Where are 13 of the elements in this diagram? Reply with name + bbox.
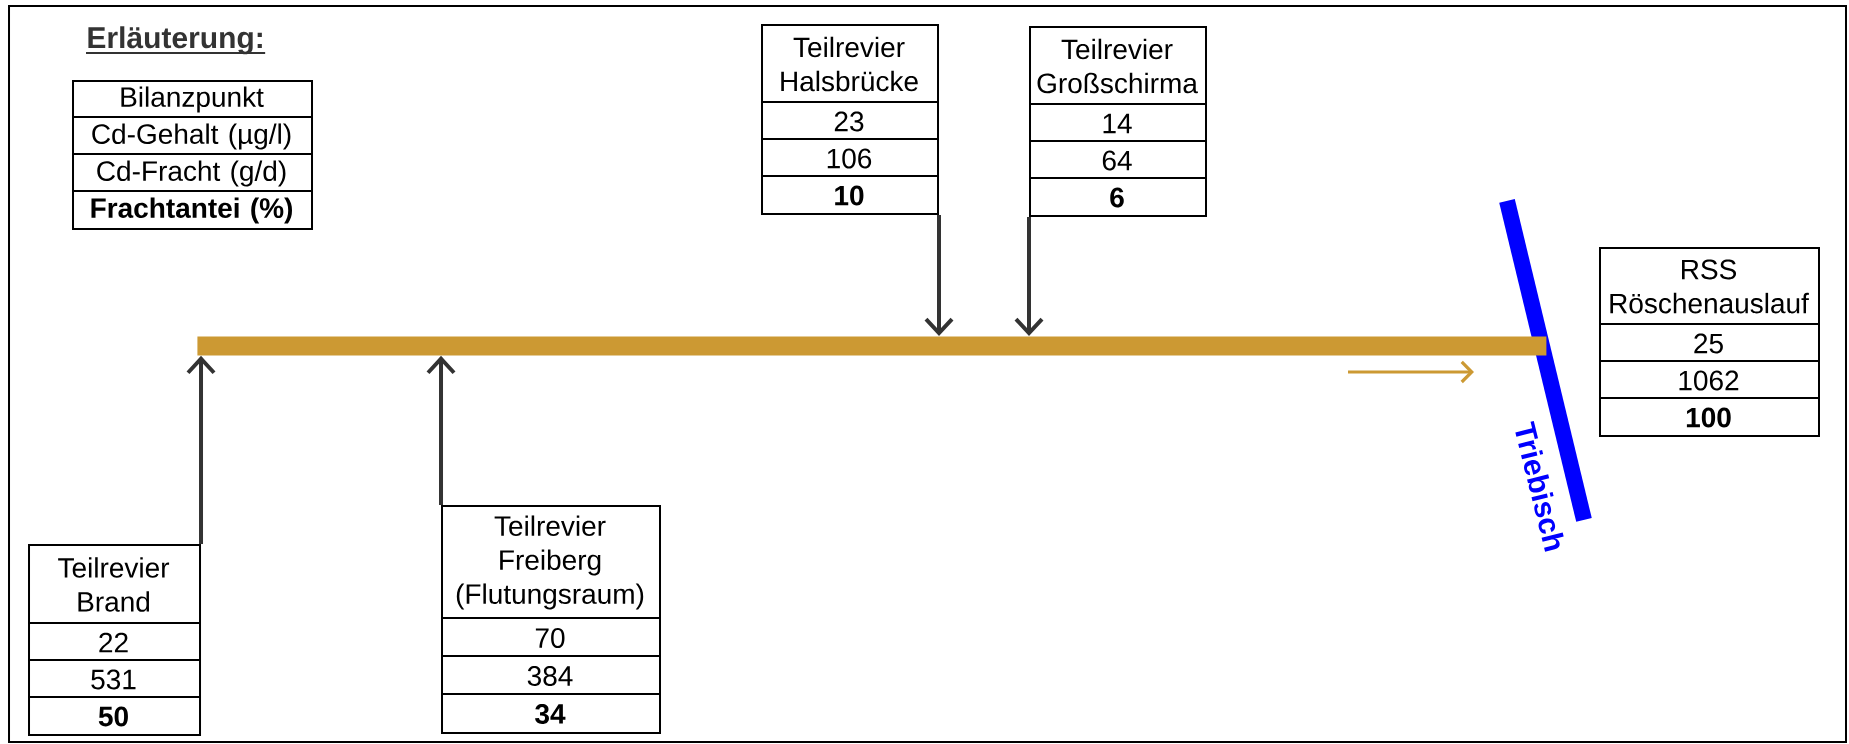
arrow <box>186 355 216 544</box>
data-table: Bilanzpunkt Cd-Gehalt (µg/l) Cd-Fracht (g/d) Frachtantei (%) <box>71 80 313 230</box>
data-table: Teilrevier Brand 22 531 50 <box>27 544 201 736</box>
data-table: Teilrevier Halsbrücke 23 106 10 <box>760 24 939 215</box>
arrow <box>924 215 954 336</box>
arrow <box>1014 217 1044 336</box>
data-table: RSS Röschenauslauf 25 1062 100 <box>1598 247 1820 437</box>
heading: Erläuterung: <box>88 26 262 55</box>
arrow <box>426 355 456 505</box>
river-band <box>197 336 1547 356</box>
river-name: Triebisch <box>1515 421 1564 552</box>
data-table: Teilrevier Freiberg (Flutungsraum) 70 384 34 <box>440 505 661 734</box>
data-table: Teilrevier Großschirma 14 64 6 <box>1028 26 1207 217</box>
